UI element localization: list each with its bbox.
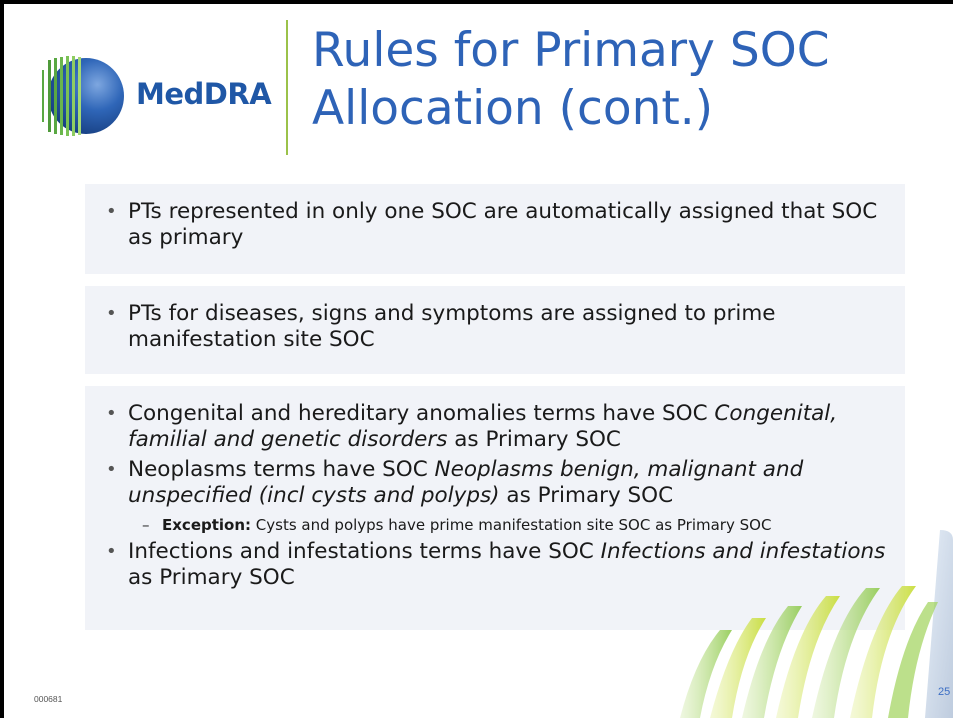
slide-frame-top <box>0 0 953 4</box>
document-id: 000681 <box>34 694 63 704</box>
bullet-item-infections: Infections and infestations terms have S… <box>104 539 891 591</box>
content-box-1: PTs represented in only one SOC are auto… <box>85 184 905 274</box>
bullet-list-3: Congenital and hereditary anomalies term… <box>104 401 891 591</box>
logo-text: MedDRA <box>136 77 272 111</box>
bullet-list-2: PTs for diseases, signs and symptoms are… <box>104 301 891 353</box>
bullet-item: PTs for diseases, signs and symptoms are… <box>104 301 891 353</box>
slide-frame-left <box>0 0 4 718</box>
sub-bullet-exception: Exception: Cysts and polyps have prime m… <box>104 513 891 537</box>
content-box-3: Congenital and hereditary anomalies term… <box>85 386 905 630</box>
bullet-text: Neoplasms terms have SOC <box>128 457 435 482</box>
title-divider <box>286 20 288 155</box>
bullet-text: as Primary SOC <box>128 565 295 590</box>
page-number: 25 <box>938 686 951 698</box>
meddra-logo: MedDRA <box>38 50 278 140</box>
bullet-item: PTs represented in only one SOC are auto… <box>104 199 891 251</box>
meddra-globe-icon <box>42 56 124 136</box>
bullet-text: as Primary SOC <box>447 427 621 452</box>
bullet-item-congenital: Congenital and hereditary anomalies term… <box>104 401 891 453</box>
decorative-corner-art <box>640 500 953 718</box>
bullet-text: as Primary SOC <box>499 483 674 508</box>
title-line-1: Rules for Primary SOC <box>312 23 830 78</box>
exception-text: Cysts and polyps have prime manifestatio… <box>251 516 772 534</box>
content-box-2: PTs for diseases, signs and symptoms are… <box>85 286 905 374</box>
soc-name-italic: Congenital, familial and genetic disorde… <box>128 401 838 452</box>
exception-label: Exception: <box>162 516 252 534</box>
slide-title: Rules for Primary SOC Allocation (cont.) <box>312 22 932 138</box>
title-line-2: Allocation (cont.) <box>312 81 714 136</box>
bullet-text: Congenital and hereditary anomalies term… <box>128 401 715 426</box>
bullet-list-1: PTs represented in only one SOC are auto… <box>104 199 891 251</box>
soc-name-italic: Infections and infestations <box>600 539 886 564</box>
soc-name-italic: Neoplasms benign, malignant and unspecif… <box>128 457 804 508</box>
bullet-item-neoplasms: Neoplasms terms have SOC Neoplasms benig… <box>104 457 891 509</box>
bullet-text: Infections and infestations terms have S… <box>128 539 601 564</box>
